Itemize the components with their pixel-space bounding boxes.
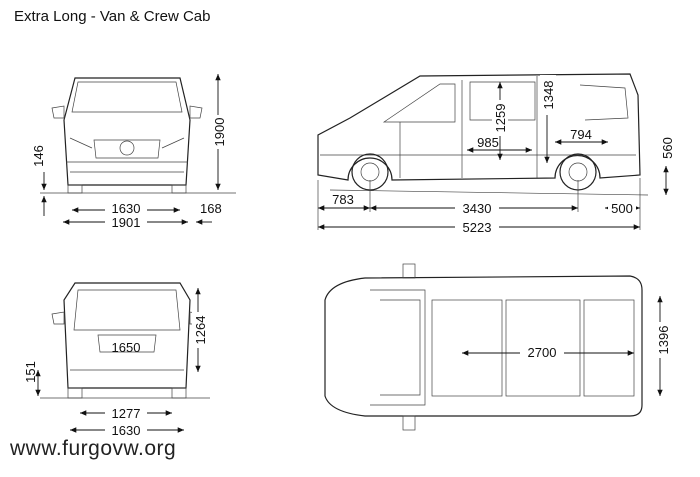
- side-wheelarch-label: 794: [570, 127, 592, 142]
- side-load-height-label: 560: [660, 137, 675, 159]
- top-load-length-label: 2700: [528, 345, 557, 360]
- front-mirror-label: 168: [200, 201, 222, 216]
- side-interior-height-label: 1348: [541, 81, 556, 110]
- rear-track-label: 1630: [112, 423, 141, 438]
- rear-step-label: 151: [23, 361, 38, 383]
- rear-opening-height-label: 1264: [193, 316, 208, 345]
- side-front-overhang-label: 783: [332, 192, 354, 207]
- front-width-label: 1901: [112, 215, 141, 230]
- page-title: Extra Long - Van & Crew Cab: [14, 8, 211, 25]
- top-view: 2700 1396: [324, 263, 671, 431]
- front-clearance-label: 146: [31, 145, 46, 167]
- side-length-label: 5223: [463, 220, 492, 235]
- rear-view: 1264 151 1650 1277 1630: [23, 282, 210, 438]
- front-height-label: 1900: [212, 118, 227, 147]
- watermark: www.furgovw.org: [10, 437, 177, 460]
- front-view: 1900 146 1630 1901 168: [31, 74, 236, 230]
- side-rear-overhang-label: 500: [611, 201, 633, 216]
- side-view: 1348 1259 985 794 560 783 3430 500 5223: [317, 73, 675, 235]
- front-track-label: 1630: [112, 201, 141, 216]
- side-wheelbase-label: 3430: [463, 201, 492, 216]
- side-door-height-label: 1259: [493, 104, 508, 133]
- rear-opening-width-label: 1277: [112, 406, 141, 421]
- top-wheelarch-width-label: 1396: [656, 326, 671, 355]
- rear-load-width-label: 1650: [112, 340, 141, 355]
- side-door-width-label: 985: [477, 135, 499, 150]
